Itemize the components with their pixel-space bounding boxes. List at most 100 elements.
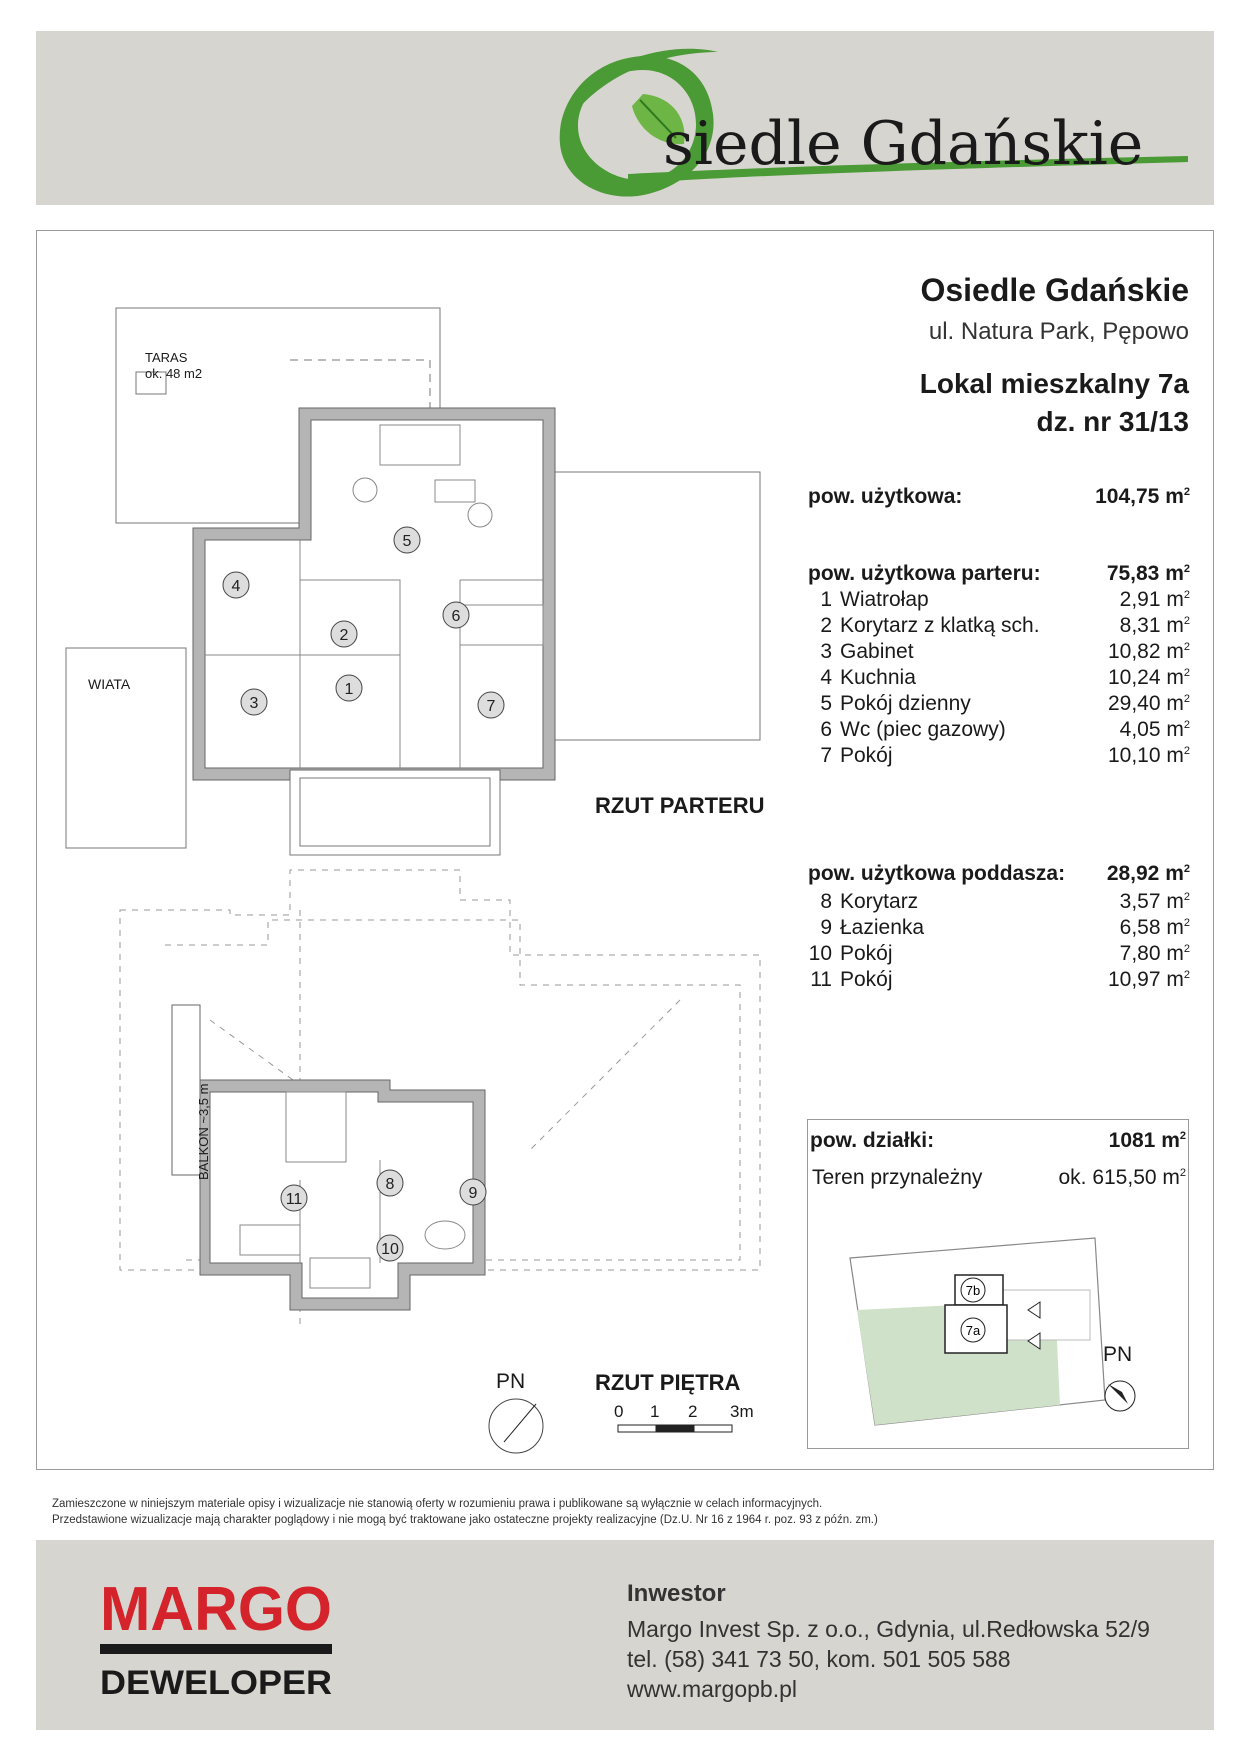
plot-area-value: 1081 m2 (1108, 1129, 1186, 1152)
floor-plans-drawing: 1 2 3 4 5 6 7 8 9 10 (65, 307, 761, 1330)
room-no: 1 (820, 588, 832, 611)
room-name: Pokój (840, 744, 893, 767)
room-name: Korytarz (840, 890, 919, 913)
room-area: 10,97 m2 (1107, 968, 1190, 991)
room-number-7: 7 (487, 698, 496, 715)
project-name: Osiedle Gdańskie (920, 272, 1189, 308)
plot-info-box (807, 1119, 1189, 1449)
site-unit-a: 7a (966, 1323, 981, 1338)
room-area: 10,10 m2 (1107, 744, 1190, 767)
room-row: 8 Korytarz 3,57 m2 (808, 890, 1190, 916)
scale-tick-2: 2 (688, 1402, 698, 1421)
room-row: 11 Pokój 10,97 m2 (808, 968, 1190, 994)
company-phone: tel. (58) 341 73 50, kom. 501 505 588 (627, 1646, 1011, 1672)
project-address: ul. Natura Park, Pępowo (928, 318, 1189, 345)
margo-logo: MARGO DEWELOPER (100, 1575, 332, 1702)
room-row: 6 Wc (piec gazowy) 4,05 m2 (808, 718, 1190, 744)
room-no: 6 (820, 718, 832, 741)
room-row: 9 Łazienka 6,58 m2 (808, 916, 1190, 942)
attic-area-value: 28,92 m2 (1106, 862, 1190, 885)
plot-number: dz. nr 31/13 (1036, 406, 1189, 437)
room-no: 2 (820, 614, 832, 637)
balcony-label: BALKON ~3,5 m (196, 1083, 211, 1180)
site-unit-b: 7b (966, 1283, 980, 1298)
room-no: 8 (820, 890, 832, 913)
room-no: 10 (808, 942, 832, 965)
room-number-1: 1 (345, 681, 354, 698)
room-number-8: 8 (386, 1176, 395, 1193)
ground-plan-title: RZUT PARTERU (595, 793, 765, 818)
room-name: Wc (piec gazowy) (840, 718, 1006, 741)
room-area: 2,91 m2 (1119, 588, 1190, 611)
room-area: 7,80 m2 (1119, 942, 1190, 965)
room-name: Łazienka (840, 916, 925, 939)
room-number-10: 10 (381, 1241, 399, 1258)
room-name: Pokój (840, 942, 893, 965)
room-row: 2 Korytarz z klatką sch. 8,31 m2 (808, 614, 1190, 640)
room-number-6: 6 (452, 608, 461, 625)
room-no: 5 (820, 692, 832, 715)
room-name: Gabinet (840, 640, 914, 663)
floor-plan-title: RZUT PIĘTRA (595, 1370, 741, 1395)
ground-area-label: pow. użytkowa parteru: (808, 562, 1041, 585)
room-no: 7 (820, 744, 832, 767)
room-no: 11 (810, 968, 832, 991)
room-number-3: 3 (250, 695, 259, 712)
room-area: 10,82 m2 (1107, 640, 1190, 663)
scale-bar (617, 1424, 733, 1433)
room-area: 8,31 m2 (1119, 614, 1190, 637)
logo-brand-top: MARGO (100, 1575, 332, 1644)
room-row: 1 Wiatrołap 2,91 m2 (808, 588, 1190, 614)
company-address: Margo Invest Sp. z o.o., Gdynia, ul.Redł… (627, 1616, 1150, 1642)
room-row: 7 Pokój 10,10 m2 (808, 744, 1190, 770)
room-name: Wiatrołap (840, 588, 929, 611)
plan-north-label: PN (496, 1370, 526, 1393)
disclaimer-line-1: Zamieszczone w niniejszym materiale opis… (52, 1498, 823, 1510)
logo-brand-bottom: DEWELOPER (100, 1664, 332, 1702)
terrain-label: Teren przynależny (812, 1166, 983, 1189)
room-area: 3,57 m2 (1119, 890, 1190, 913)
room-number-5: 5 (403, 533, 412, 550)
company-website[interactable]: www.margopb.pl (627, 1676, 798, 1702)
plan-compass-icon (488, 1398, 544, 1454)
terrace-label: TARAS (145, 350, 188, 365)
terrace-lamp (135, 371, 167, 395)
site-compass-icon (1104, 1380, 1136, 1412)
footer-band (36, 1540, 1214, 1730)
room-number-11: 11 (286, 1191, 303, 1208)
scale-tick-0: 0 (614, 1402, 624, 1421)
scale-tick-1: 1 (650, 1402, 660, 1421)
osiedle-gdanskie-logo: siedle Gdańskie (559, 48, 1188, 197)
attic-area-label: pow. użytkowa poddasza: (808, 862, 1066, 885)
room-no: 9 (820, 916, 832, 939)
room-area: 4,05 m2 (1119, 718, 1190, 741)
usable-area-label: pow. użytkowa: (808, 485, 963, 508)
room-number-9: 9 (469, 1185, 478, 1202)
room-area: 6,58 m2 (1119, 916, 1190, 939)
disclaimer-line-2: Przedstawione wizualizacje mają charakte… (52, 1514, 878, 1526)
room-no: 3 (820, 640, 832, 663)
room-name: Korytarz z klatką sch. (840, 614, 1040, 637)
room-number-2: 2 (340, 627, 349, 644)
unit-name: Lokal mieszkalny 7a (919, 368, 1189, 399)
main-frame (36, 230, 1214, 1470)
room-no: 4 (820, 666, 832, 689)
room-row: 3 Gabinet 10,82 m2 (808, 640, 1190, 666)
room-row: 5 Pokój dzienny 29,40 m2 (808, 692, 1190, 718)
site-map: 7b 7a (849, 1237, 1106, 1426)
carport-label: WIATA (88, 676, 131, 692)
scale-tick-3: 3m (730, 1402, 754, 1421)
room-area: 10,24 m2 (1107, 666, 1190, 689)
room-number-4: 4 (232, 578, 241, 595)
usable-area-value: 104,75 m2 (1095, 485, 1190, 508)
room-name: Pokój (840, 968, 893, 991)
terrain-value: ok. 615,50 m2 (1058, 1166, 1186, 1189)
room-row: 10 Pokój 7,80 m2 (808, 942, 1190, 968)
investor-label: Inwestor (627, 1580, 726, 1607)
terrace-area-label: ok. 48 m2 (145, 366, 203, 381)
room-name: Pokój dzienny (840, 692, 971, 715)
room-area: 29,40 m2 (1107, 692, 1190, 715)
plot-area-label: pow. działki: (810, 1129, 935, 1152)
site-north-label: PN (1103, 1343, 1133, 1366)
